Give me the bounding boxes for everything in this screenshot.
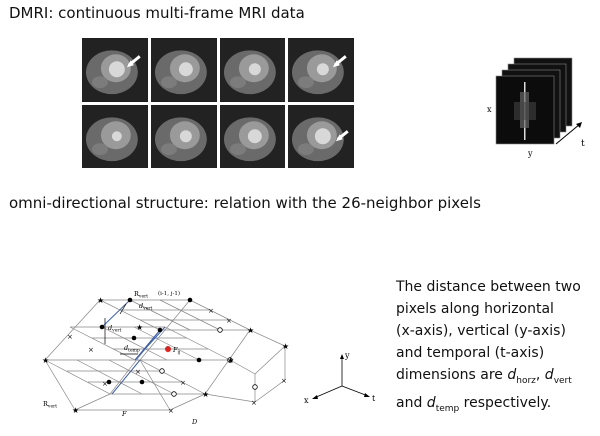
desc-line: and temporal (t-axis)	[396, 345, 545, 361]
mri-frame	[150, 104, 217, 168]
star-marker: ★	[97, 296, 104, 305]
desc-line: (x-axis), vertical (y-axis)	[396, 323, 566, 339]
mri-frame	[219, 104, 286, 168]
axes-y-label: y	[344, 351, 350, 360]
lattice-blue-edges	[101, 299, 166, 395]
lattice-cross-markers: × × × × × × × × × ×	[67, 307, 287, 415]
lattice-node-filled	[157, 327, 163, 333]
mri-frame	[82, 104, 148, 168]
x-axis-arrow	[313, 385, 343, 399]
cross-marker: ×	[168, 407, 174, 415]
lattice-node-open	[217, 327, 223, 333]
mri-frame-grid	[82, 38, 354, 168]
lattice-star-markers: ★ ★ ★ ★ ★ ★ ★ ★	[42, 296, 289, 415]
d-bottom-label: D	[191, 418, 198, 426]
mri-frame	[150, 38, 217, 102]
mri-frame	[288, 104, 354, 168]
f-ij-label: Fij	[172, 346, 180, 356]
lattice-node-filled	[196, 357, 202, 363]
lattice-node-open	[171, 391, 177, 397]
cross-marker: ×	[67, 333, 73, 341]
stack-x-label: x	[487, 105, 492, 114]
star-marker: ★	[42, 356, 49, 365]
r-vert-bottom-label: Rvert	[43, 400, 57, 410]
cross-marker: ×	[88, 346, 94, 354]
lattice-node-filled	[99, 324, 105, 330]
mri-frame	[219, 38, 286, 102]
d-temp-label: dtemp	[124, 344, 140, 354]
cross-marker: ×	[226, 317, 232, 325]
lattice-node-filled	[187, 297, 193, 303]
mri-frame	[82, 38, 148, 102]
lattice-node-filled	[106, 379, 112, 385]
r-vert-top-index: (i-1, j-1)	[158, 290, 180, 297]
lattice-node-filled	[127, 297, 133, 303]
f-bottom-label: F	[121, 410, 127, 418]
mri-frame	[288, 38, 354, 102]
cross-marker: ×	[102, 380, 108, 388]
subheading: omni-directional structure: relation wit…	[9, 194, 481, 212]
star-marker: ★	[202, 390, 209, 399]
stack-t-label: t	[581, 139, 585, 149]
cross-marker: ×	[135, 368, 141, 376]
desc-line: The distance between two	[396, 279, 581, 295]
lattice-node-open	[227, 357, 233, 363]
d-vert-label: dvert	[108, 324, 122, 334]
axes-x-label: x	[304, 396, 309, 405]
stack-y-label: y	[527, 149, 533, 158]
star-marker: ★	[282, 342, 289, 351]
neighbor-lattice-diagram: ★ ★ ★ ★ ★ ★ ★ ★ × × × × × × × × × ×	[40, 282, 300, 432]
desc-line: and dtemp respectively.	[396, 394, 552, 414]
lattice-nodes	[99, 297, 258, 397]
lattice-grid	[44, 299, 286, 411]
desc-line: dimensions are dhorz, dvert	[396, 367, 572, 386]
star-marker: ★	[136, 323, 143, 332]
t-axis-arrow	[555, 123, 581, 145]
cross-marker: ×	[251, 399, 257, 407]
lattice-node-open	[159, 368, 165, 374]
cross-marker: ×	[208, 307, 214, 315]
cross-marker: ×	[180, 379, 186, 387]
lattice-node-filled	[131, 335, 137, 341]
stack-frame-front	[495, 75, 555, 145]
heading: DMRI: continuous multi-frame MRI data	[9, 4, 305, 22]
star-marker: ★	[227, 356, 234, 365]
d-vert-label-top: dvert	[139, 302, 153, 312]
desc-line: pixels along horizontal	[396, 301, 554, 317]
lattice-node-open	[252, 384, 258, 390]
star-marker: ★	[72, 406, 79, 415]
frame-stack-diagram: x y t	[484, 50, 594, 160]
dimension-arrows	[104, 303, 138, 355]
distance-description: The distance between two pixels along ho…	[396, 276, 592, 420]
lattice-node-filled	[139, 379, 145, 385]
r-vert-top-label: Rvert	[134, 290, 148, 300]
star-marker: ★	[247, 326, 254, 335]
t-axis-arrow-small	[341, 385, 369, 397]
cross-marker: ×	[281, 377, 287, 385]
axes-t-label: t	[372, 394, 376, 403]
center-pixel-node	[165, 346, 171, 352]
xyz-axes-diagram: y x t	[302, 346, 382, 406]
